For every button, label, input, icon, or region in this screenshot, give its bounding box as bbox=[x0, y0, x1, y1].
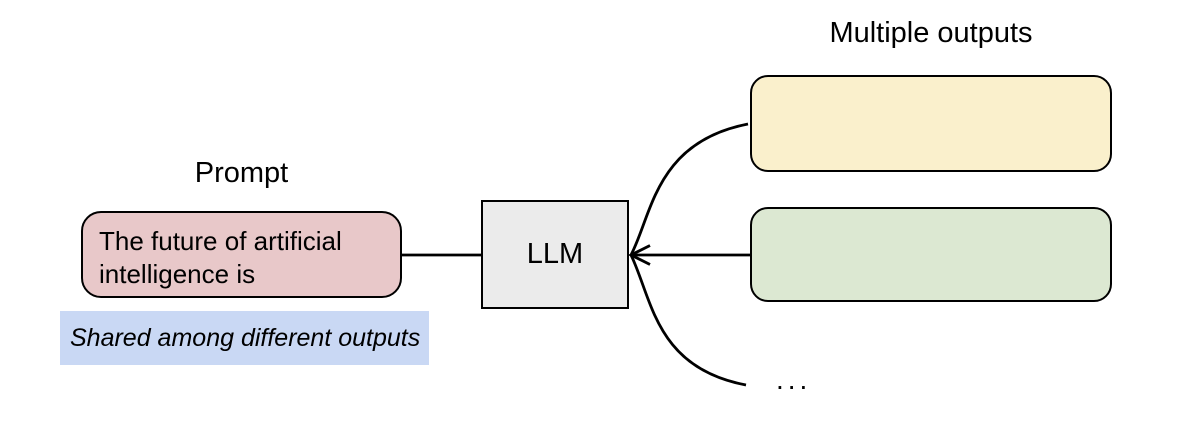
shared-note: Shared among different outputs bbox=[60, 311, 429, 365]
llm-to-output1-curve bbox=[629, 122, 749, 256]
output-box-2 bbox=[750, 207, 1112, 302]
more-outputs-ellipsis: ... bbox=[776, 364, 812, 395]
arrowhead-icon bbox=[627, 244, 651, 266]
llm-box: LLM bbox=[481, 200, 629, 309]
output-box-1 bbox=[750, 75, 1112, 172]
prompt-box: The future of artificial intelligence is bbox=[81, 211, 402, 298]
llm-to-ellipsis-curve bbox=[629, 254, 747, 387]
outputs-title: Multiple outputs bbox=[829, 17, 1033, 49]
prompt-title: Prompt bbox=[194, 157, 289, 189]
